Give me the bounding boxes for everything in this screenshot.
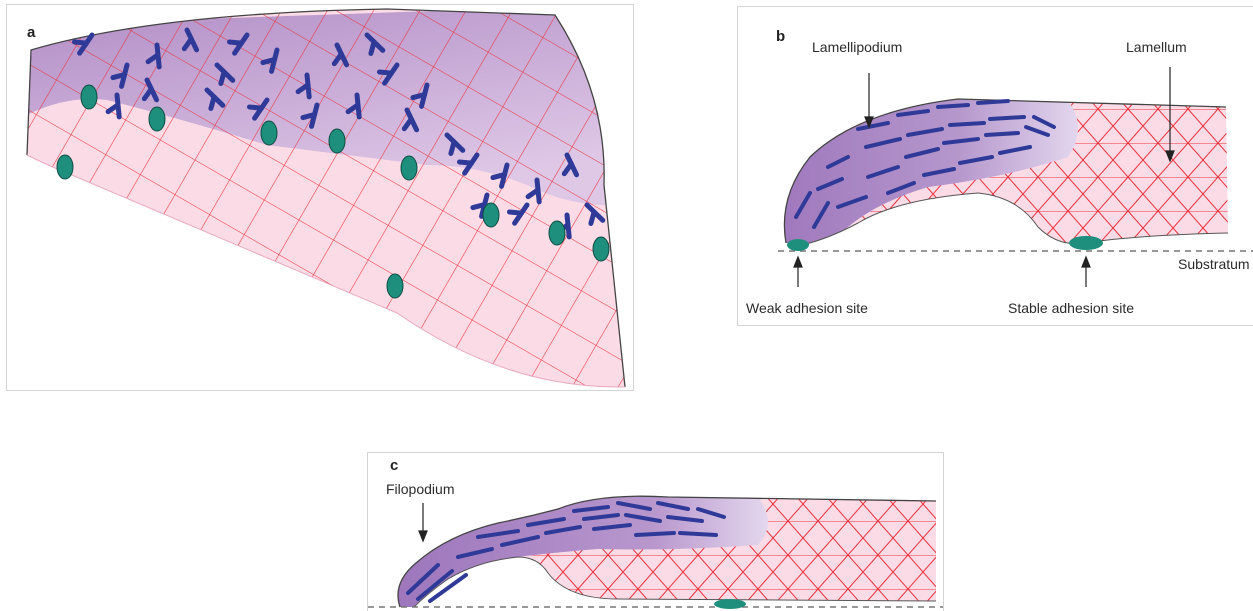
- actin-branch: [229, 42, 241, 43]
- panel-a-diagram: a: [7, 5, 634, 391]
- actin-branch: [74, 42, 86, 43]
- panel-c: c Filopodium: [367, 452, 944, 611]
- actin-branch: [413, 95, 425, 98]
- actin-branch: [451, 142, 454, 154]
- actin-branch: [459, 162, 471, 163]
- panel-a-letter: a: [27, 24, 36, 41]
- adhesion-site: [57, 155, 73, 179]
- weak-adhesion-site: [787, 239, 809, 251]
- adhesion-site: [483, 203, 499, 227]
- adhesion-site: [387, 274, 403, 298]
- actin-branch: [493, 175, 505, 178]
- panel-c-letter: c: [390, 457, 398, 474]
- actin-branch: [221, 72, 224, 84]
- adhesion-site: [329, 129, 345, 153]
- actin-rod: [978, 101, 1008, 103]
- actin-branch: [379, 72, 391, 73]
- actin-branch: [211, 97, 214, 109]
- actin-branch: [509, 212, 521, 213]
- adhesion-site: [261, 121, 277, 145]
- adhesion-site: [149, 107, 165, 131]
- actin-branch: [591, 212, 594, 224]
- actin-rod: [950, 123, 984, 125]
- panel-b: b Lamellipodium Lamellum Substratum Weak…: [737, 6, 1253, 326]
- adhesion-site: [593, 237, 609, 261]
- actin-branch: [303, 115, 315, 118]
- adhesion-site: [549, 221, 565, 245]
- actin-rod: [938, 105, 968, 107]
- actin-branch: [263, 60, 275, 63]
- adhesion-site: [81, 85, 97, 109]
- substratum-label: Substratum: [1178, 256, 1250, 272]
- filopodium-arrow: [419, 503, 427, 541]
- actin-rod: [680, 533, 716, 535]
- panel-c-diagram: c Filopodium: [368, 453, 944, 611]
- filopodium-label: Filopodium: [386, 481, 454, 497]
- weak-adhesion-label: Weak adhesion site: [746, 300, 868, 316]
- panel-b-diagram: b Lamellipodium Lamellum Substratum Weak…: [738, 7, 1253, 326]
- actin-branch: [249, 107, 261, 108]
- actin-rod: [986, 133, 1018, 135]
- lamellipodium-label: Lamellipodium: [812, 39, 902, 55]
- adhesion-site: [714, 599, 746, 609]
- stable-adhesion-site: [1069, 236, 1103, 250]
- actin-branch: [113, 75, 125, 78]
- actin-branch: [371, 42, 374, 54]
- panel-b-letter: b: [776, 28, 785, 45]
- actin-branch: [473, 205, 485, 208]
- adhesion-site: [401, 156, 417, 180]
- actin-rod: [990, 117, 1024, 119]
- lamellum-label: Lamellum: [1126, 39, 1187, 55]
- panel-a: a: [6, 4, 634, 391]
- stable-adhesion-label: Stable adhesion site: [1008, 300, 1134, 316]
- actin-rod: [636, 533, 674, 535]
